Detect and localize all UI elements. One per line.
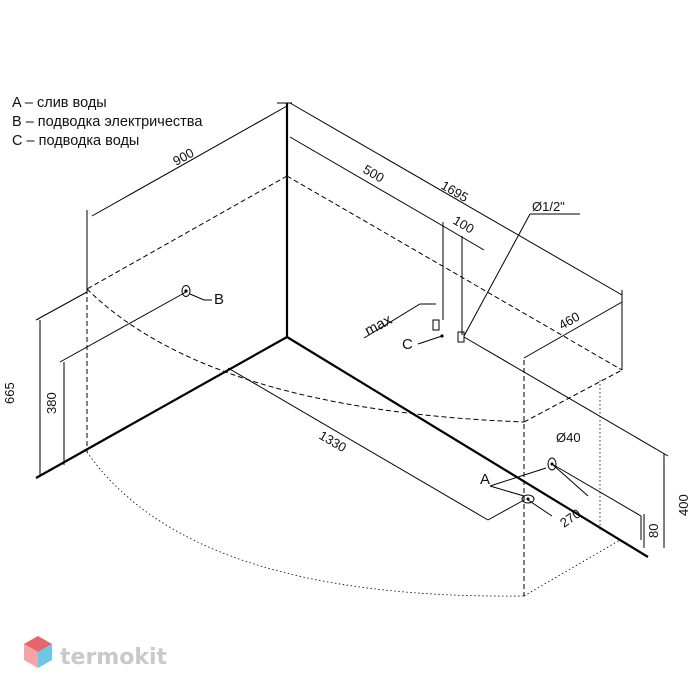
fixture-b-electric: B [181, 285, 224, 308]
dimension-d40: Ø40 [551, 430, 642, 540]
fixture-a-label: A [480, 471, 490, 488]
legend-item-c: C – подводка воды [12, 133, 140, 149]
dimension-80-text: 80 [646, 524, 661, 538]
dimension-665-text: 665 [2, 382, 17, 404]
dimension-pipe-text: Ø1/2" [532, 199, 565, 214]
dimension-500: 500 [289, 136, 444, 320]
legend: A – слив воды B – подводка электричества… [12, 94, 202, 151]
dimension-500-text: 500 [361, 162, 387, 186]
dimension-100: 100 [442, 213, 485, 335]
dimension-pipe: Ø1/2" [463, 199, 580, 337]
legend-item-b: B – подводка электричества [12, 114, 203, 130]
dimension-900-text: 900 [170, 145, 196, 169]
dimension-400: 400 [463, 336, 691, 548]
tub-rim-outline [86, 175, 623, 596]
watermark-text: termokit [60, 645, 167, 670]
dimension-380-text: 380 [44, 392, 59, 414]
max-label: max [362, 311, 395, 340]
legend-item-a: A – слив воды [12, 95, 107, 111]
fixture-a-drain: A [480, 457, 557, 504]
dimension-270: 270 [527, 463, 589, 531]
watermark: termokit [24, 636, 167, 670]
wall-outline [35, 103, 649, 558]
fixture-c-water: max C [362, 303, 465, 353]
dimension-d40-text: Ø40 [556, 430, 581, 445]
dimension-1695-text: 1695 [439, 178, 472, 205]
dimension-400-text: 400 [676, 494, 691, 516]
dimension-80: 80 [643, 514, 661, 548]
dimension-460-text: 460 [556, 309, 582, 333]
tub-body-outline [86, 380, 621, 597]
termokit-logo-icon [24, 636, 52, 668]
dimension-665: 665 [2, 291, 88, 476]
fixture-c-label: C [402, 336, 413, 353]
dimension-270-text: 270 [557, 506, 583, 531]
dimension-900: 900 [86, 102, 292, 289]
dimension-380: 380 [44, 291, 187, 465]
dimension-460: 460 [523, 301, 623, 359]
dimension-1330-text: 1330 [317, 428, 350, 455]
dimension-1695: 1695 [289, 102, 623, 370]
fixture-b-label: B [214, 291, 224, 308]
